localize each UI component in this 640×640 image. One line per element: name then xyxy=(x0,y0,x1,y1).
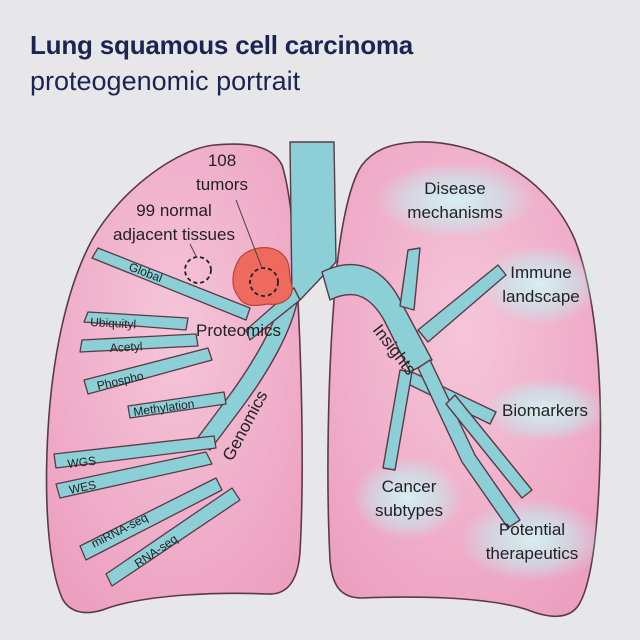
normal-word-label: adjacent tissues xyxy=(113,225,235,244)
page-title: Lung squamous cell carcinoma xyxy=(30,30,414,60)
insight-subtypes-line1: Cancer xyxy=(382,477,437,496)
tumor-sample-circle xyxy=(249,267,279,297)
insight-therapeutics-line1: Potential xyxy=(499,520,565,539)
tumor-blob xyxy=(232,247,293,307)
tumor-pointer-line xyxy=(235,199,263,269)
glow-subtypes xyxy=(353,456,463,540)
branch-wgs xyxy=(53,435,217,469)
left-branches xyxy=(53,247,251,587)
branch-label-ubiquityl: Ubiquityl xyxy=(90,315,137,331)
normal-count-label: 99 normal xyxy=(136,201,212,220)
branch-label-acetyl: Acetyl xyxy=(109,339,142,355)
insight-immune-line2: landscape xyxy=(502,287,580,306)
insight-disease-line2: mechanisms xyxy=(407,203,502,222)
branch-ubiquityl xyxy=(83,311,189,331)
airway-tree xyxy=(195,141,533,529)
glow-therapeutics xyxy=(460,498,604,582)
branch-acetyl xyxy=(79,333,199,353)
branch-rnaseq xyxy=(105,487,241,587)
insight-therapeutics-line2: therapeutics xyxy=(486,544,579,563)
branch-label-wes: WES xyxy=(68,478,98,497)
branch-wes xyxy=(55,451,213,499)
branch-label-wgs: WGS xyxy=(67,454,97,471)
branch-methylation xyxy=(127,391,227,419)
glow-immune xyxy=(480,245,600,325)
branch-global xyxy=(91,247,251,321)
tumor-word-label: tumors xyxy=(196,175,248,194)
insight-biomarkers: Biomarkers xyxy=(502,401,588,420)
normal-pointer-line xyxy=(189,243,197,257)
glow-disease xyxy=(375,162,535,238)
proteomics-label: Proteomics xyxy=(196,321,281,340)
branch-mirna xyxy=(79,477,223,561)
normal-sample-circle xyxy=(184,256,212,284)
page-subtitle: proteogenomic portrait xyxy=(30,66,301,96)
insight-subtypes-line2: subtypes xyxy=(375,501,443,520)
insight-disease-line1: Disease xyxy=(424,179,485,198)
branch-phospho xyxy=(83,347,213,395)
tumor-count-label: 108 xyxy=(208,151,236,170)
insight-immune-line1: Immune xyxy=(510,263,571,282)
glow-biomarkers xyxy=(483,378,607,442)
